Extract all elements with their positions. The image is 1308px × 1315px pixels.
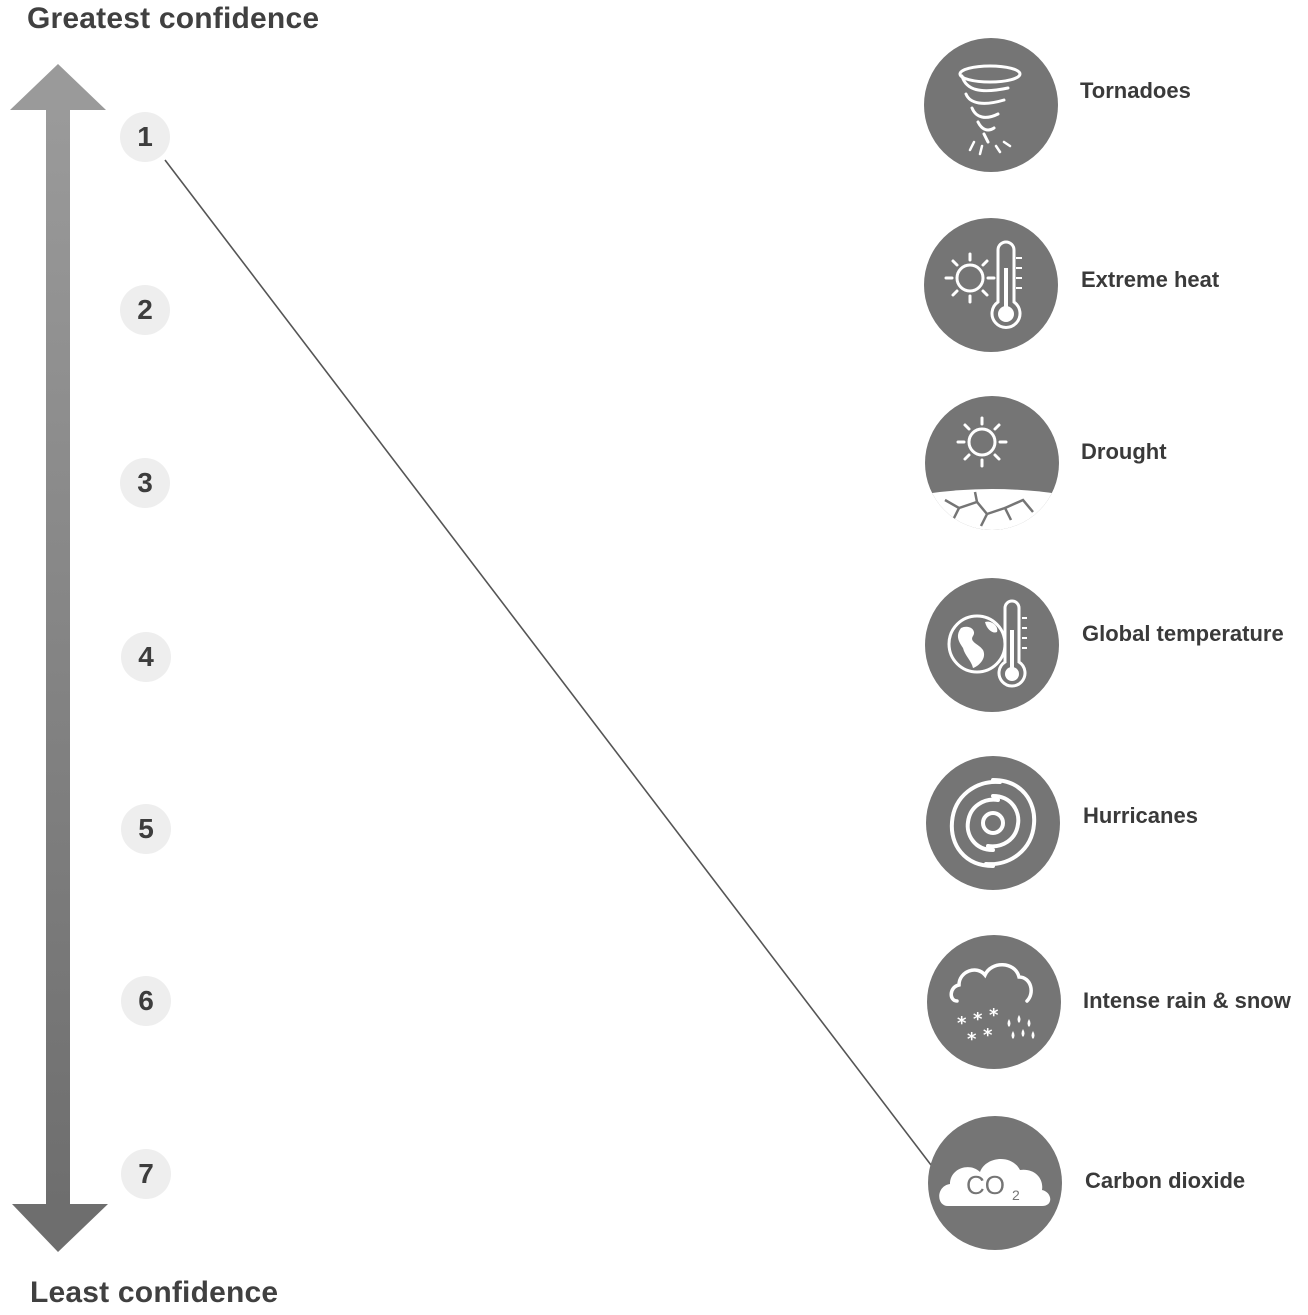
svg-text:*: *: [957, 1013, 967, 1034]
rank-badge-3: 3: [120, 458, 170, 508]
double-arrow: [10, 64, 108, 1252]
rain-snow-icon: * * * * *: [927, 935, 1061, 1069]
hurricane-icon: [926, 756, 1060, 890]
globe-thermometer-icon: [925, 578, 1059, 712]
drought-label: Drought: [1081, 439, 1167, 464]
rank-badge-7: 7: [121, 1149, 171, 1199]
global-temperature-label: Global temperature: [1082, 621, 1284, 646]
arrow-head-up: [10, 64, 106, 110]
arrow-head-down: [12, 1204, 108, 1252]
rank-badge-5: 5: [121, 804, 171, 854]
least-confidence-label: Least confidence: [30, 1276, 279, 1309]
rank-badge-1: 1: [120, 112, 170, 162]
rank-badge-4: 4: [121, 632, 171, 682]
svg-text:*: *: [973, 1009, 983, 1030]
svg-text:*: *: [989, 1005, 999, 1026]
sun-thermometer-icon: [924, 218, 1058, 352]
intense-rain-snow-label: Intense rain & snow: [1083, 988, 1291, 1013]
co2-text: CO: [966, 1170, 1005, 1200]
rank-badge-2: 2: [120, 285, 170, 335]
extreme-heat-label: Extreme heat: [1081, 267, 1220, 292]
hurricanes-label: Hurricanes: [1083, 803, 1198, 828]
greatest-confidence-label: Greatest confidence: [27, 2, 320, 35]
connector-line: [164, 159, 932, 1166]
rank-badge-6: 6: [121, 976, 171, 1026]
carbon-dioxide-label: Carbon dioxide: [1085, 1168, 1246, 1193]
svg-text:*: *: [983, 1025, 993, 1046]
drought-icon: [925, 396, 1059, 530]
co2-subscript: 2: [1012, 1187, 1020, 1203]
tornado-icon: [924, 38, 1058, 172]
svg-text:*: *: [967, 1029, 977, 1050]
co2-cloud-icon: CO 2: [928, 1116, 1062, 1250]
tornadoes-label: Tornadoes: [1080, 78, 1191, 103]
